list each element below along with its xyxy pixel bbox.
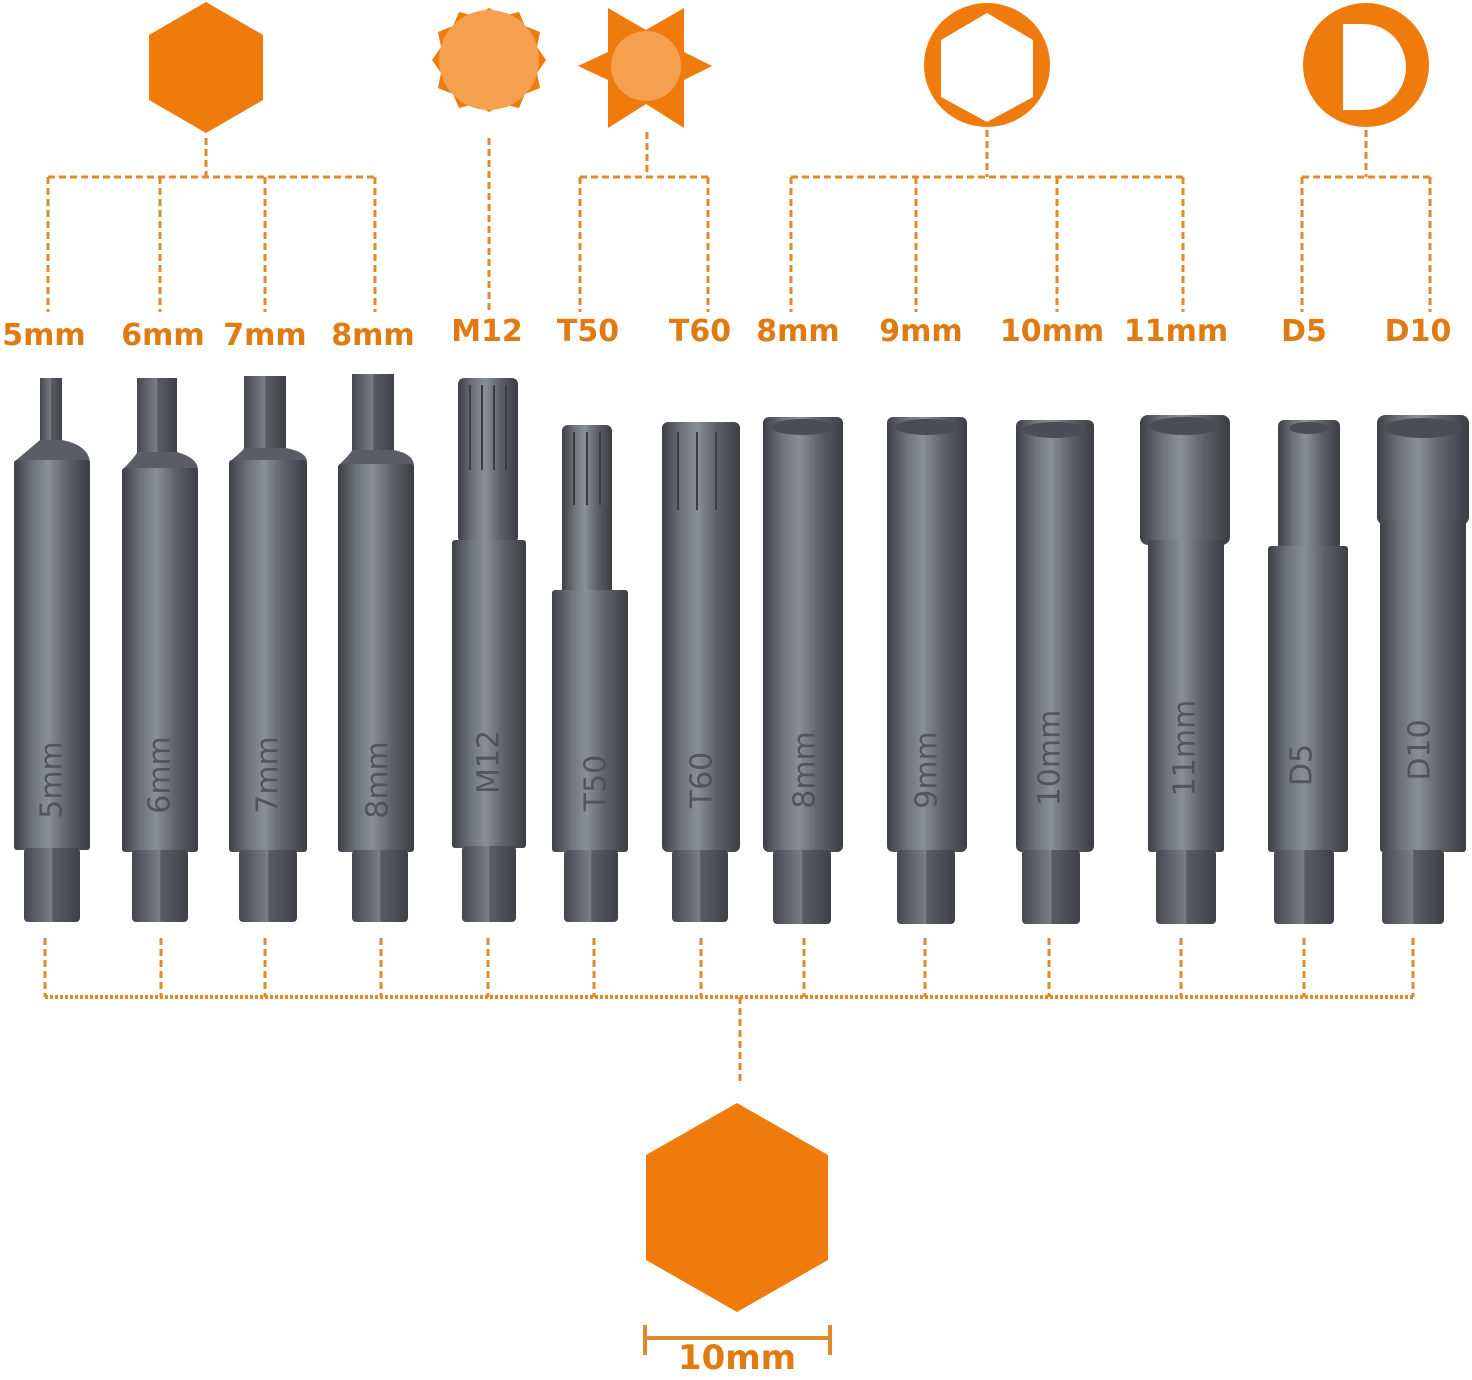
- label-hex-7mm: 7mm: [223, 318, 307, 353]
- label-torx-T50: T50: [556, 314, 620, 349]
- bit-marking: 6mm: [142, 736, 178, 814]
- bit-marking: 11mm: [1167, 699, 1203, 797]
- label-socket-10mm: 10mm: [999, 314, 1105, 349]
- bit-11mm-socket: [1140, 415, 1230, 924]
- spline-icon: [432, 8, 546, 112]
- bit-8mm: [338, 374, 414, 922]
- connector-lines: [43, 130, 1432, 1085]
- bit-5mm: [14, 378, 90, 922]
- label-spline-M12: M12: [451, 314, 523, 349]
- hex-socket-icon: [924, 3, 1050, 127]
- bit-marking: M12: [471, 729, 507, 795]
- bit-marking: D5: [1284, 743, 1320, 787]
- label-socket-8mm: 8mm: [756, 314, 840, 349]
- bit-marking: T50: [578, 754, 614, 812]
- d-socket-icon: [1303, 3, 1429, 127]
- bit-9mm-socket: [887, 417, 967, 924]
- bit-M12: [452, 378, 526, 922]
- label-d-D10: D10: [1384, 314, 1452, 349]
- bit-6mm: [122, 378, 198, 922]
- label-socket-11mm: 11mm: [1123, 314, 1229, 349]
- label-socket-9mm: 9mm: [879, 314, 963, 349]
- label-hex-8mm: 8mm: [331, 318, 415, 353]
- dimension-marker: [643, 1325, 832, 1355]
- bit-marking: 10mm: [1032, 709, 1068, 807]
- bit-marking: D10: [1402, 719, 1438, 781]
- torx-star-icon: [578, 8, 712, 128]
- label-hex-5mm: 5mm: [2, 318, 86, 353]
- bit-marking: 8mm: [787, 731, 823, 809]
- label-torx-T60: T60: [668, 314, 732, 349]
- bit-D10-socket: [1377, 415, 1469, 924]
- bit-marking: T60: [684, 751, 720, 809]
- bit-8mm-socket: [763, 417, 843, 924]
- bit-marking: 5mm: [34, 741, 70, 819]
- hexagon-icon: [149, 2, 263, 133]
- bit-T50: [552, 425, 628, 922]
- bit-marking: 9mm: [909, 731, 945, 809]
- bit-D5-socket: [1268, 420, 1348, 924]
- bit-7mm: [229, 376, 307, 922]
- label-d-D5: D5: [1281, 314, 1327, 349]
- bit-marking: 7mm: [250, 736, 286, 814]
- bit-marking: 8mm: [360, 741, 396, 819]
- shank-dimension-label: 10mm: [677, 1338, 797, 1378]
- label-hex-6mm: 6mm: [121, 318, 205, 353]
- hex-shank-icon: [646, 1103, 828, 1312]
- bit-T60: [662, 422, 740, 922]
- bit-10mm-socket: [1016, 420, 1094, 924]
